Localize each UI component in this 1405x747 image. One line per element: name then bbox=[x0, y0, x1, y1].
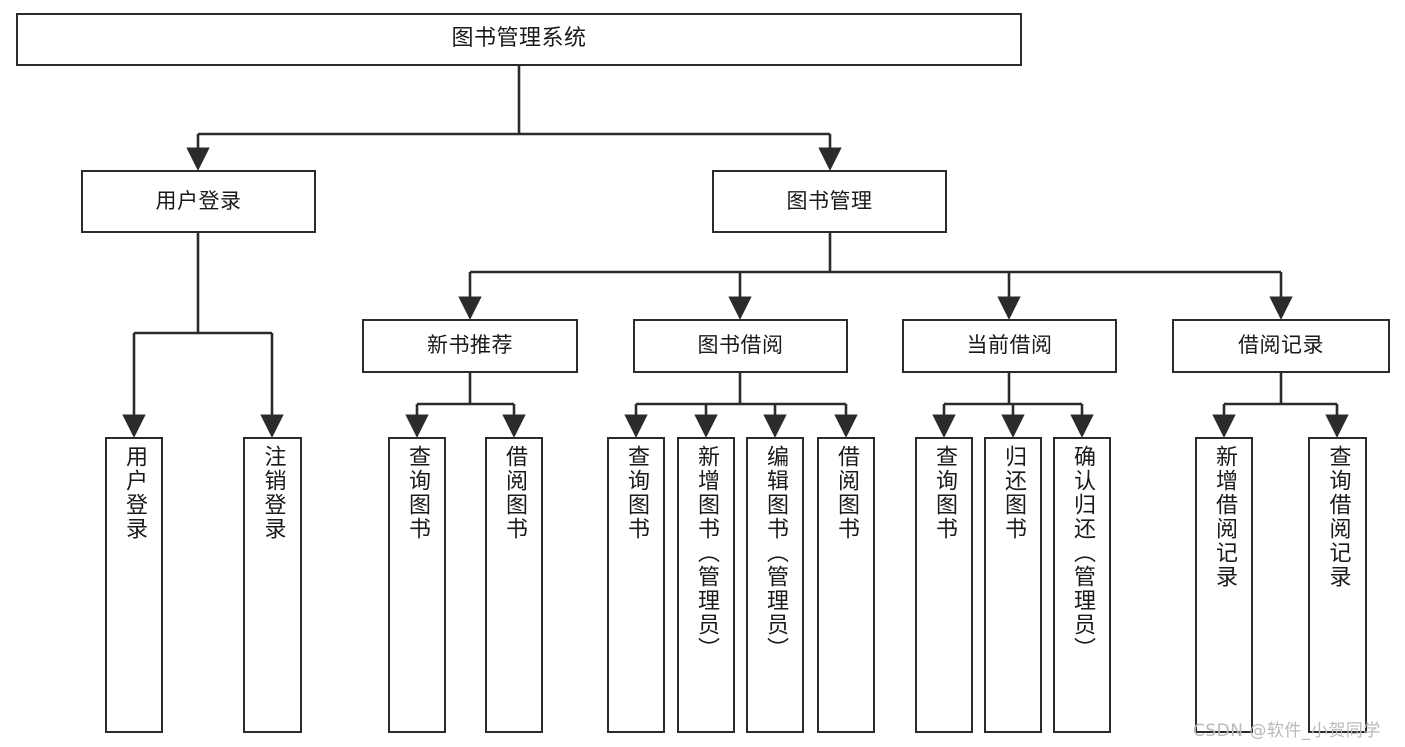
node-book-manage-label: 图书管理 bbox=[786, 188, 873, 213]
node-leaf-return-book[interactable]: 归还图书 bbox=[984, 437, 1042, 733]
node-leaf-query-book-cb[interactable]: 查询图书 bbox=[915, 437, 973, 733]
node-leaf-confirm-return[interactable]: 确认归还（管理员） bbox=[1053, 437, 1111, 733]
node-leaf-add-book-label: 新增图书（管理员） bbox=[694, 445, 719, 661]
node-leaf-edit-book[interactable]: 编辑图书（管理员） bbox=[746, 437, 804, 733]
node-leaf-user-login[interactable]: 用户登录 bbox=[105, 437, 163, 733]
csdn-watermark: CSDN @软件_小贺同学 bbox=[1193, 721, 1381, 741]
node-new-book-rec[interactable]: 新书推荐 bbox=[362, 319, 578, 373]
node-borrow-record[interactable]: 借阅记录 bbox=[1172, 319, 1390, 373]
node-leaf-query-book-br[interactable]: 查询图书 bbox=[607, 437, 665, 733]
node-leaf-edit-book-label: 编辑图书（管理员） bbox=[763, 445, 788, 661]
node-leaf-query-record-label: 查询借阅记录 bbox=[1325, 445, 1351, 589]
node-user-login[interactable]: 用户登录 bbox=[81, 170, 316, 233]
node-borrow-record-label: 借阅记录 bbox=[1238, 333, 1324, 358]
node-leaf-add-book[interactable]: 新增图书（管理员） bbox=[677, 437, 735, 733]
node-new-book-rec-label: 新书推荐 bbox=[427, 333, 513, 358]
node-leaf-add-record-label: 新增借阅记录 bbox=[1212, 445, 1237, 589]
node-root[interactable]: 图书管理系统 bbox=[16, 13, 1022, 66]
node-leaf-confirm-return-label: 确认归还（管理员） bbox=[1070, 445, 1095, 661]
node-leaf-borrow-book-br[interactable]: 借阅图书 bbox=[817, 437, 875, 733]
node-leaf-query-record[interactable]: 查询借阅记录 bbox=[1308, 437, 1367, 733]
node-current-borrow[interactable]: 当前借阅 bbox=[902, 319, 1117, 373]
node-leaf-borrow-book-rec-label: 借阅图书 bbox=[502, 445, 527, 541]
node-leaf-add-record[interactable]: 新增借阅记录 bbox=[1195, 437, 1253, 733]
node-leaf-logout[interactable]: 注销登录 bbox=[243, 437, 302, 733]
node-book-borrow[interactable]: 图书借阅 bbox=[633, 319, 848, 373]
node-leaf-query-book-rec-label: 查询图书 bbox=[405, 445, 430, 541]
node-book-manage[interactable]: 图书管理 bbox=[712, 170, 947, 233]
node-leaf-query-book-rec[interactable]: 查询图书 bbox=[388, 437, 446, 733]
node-current-borrow-label: 当前借阅 bbox=[966, 333, 1053, 358]
node-leaf-logout-label: 注销登录 bbox=[260, 445, 286, 541]
node-root-label: 图书管理系统 bbox=[451, 26, 587, 52]
node-leaf-query-book-cb-label: 查询图书 bbox=[932, 445, 957, 541]
node-leaf-borrow-book-rec[interactable]: 借阅图书 bbox=[485, 437, 543, 733]
node-book-borrow-label: 图书借阅 bbox=[697, 333, 784, 358]
node-leaf-query-book-br-label: 查询图书 bbox=[624, 445, 649, 541]
node-leaf-return-book-label: 归还图书 bbox=[1001, 445, 1026, 541]
node-user-login-label: 用户登录 bbox=[155, 188, 242, 213]
node-leaf-borrow-book-br-label: 借阅图书 bbox=[834, 445, 859, 541]
node-leaf-user-login-label: 用户登录 bbox=[122, 445, 147, 541]
